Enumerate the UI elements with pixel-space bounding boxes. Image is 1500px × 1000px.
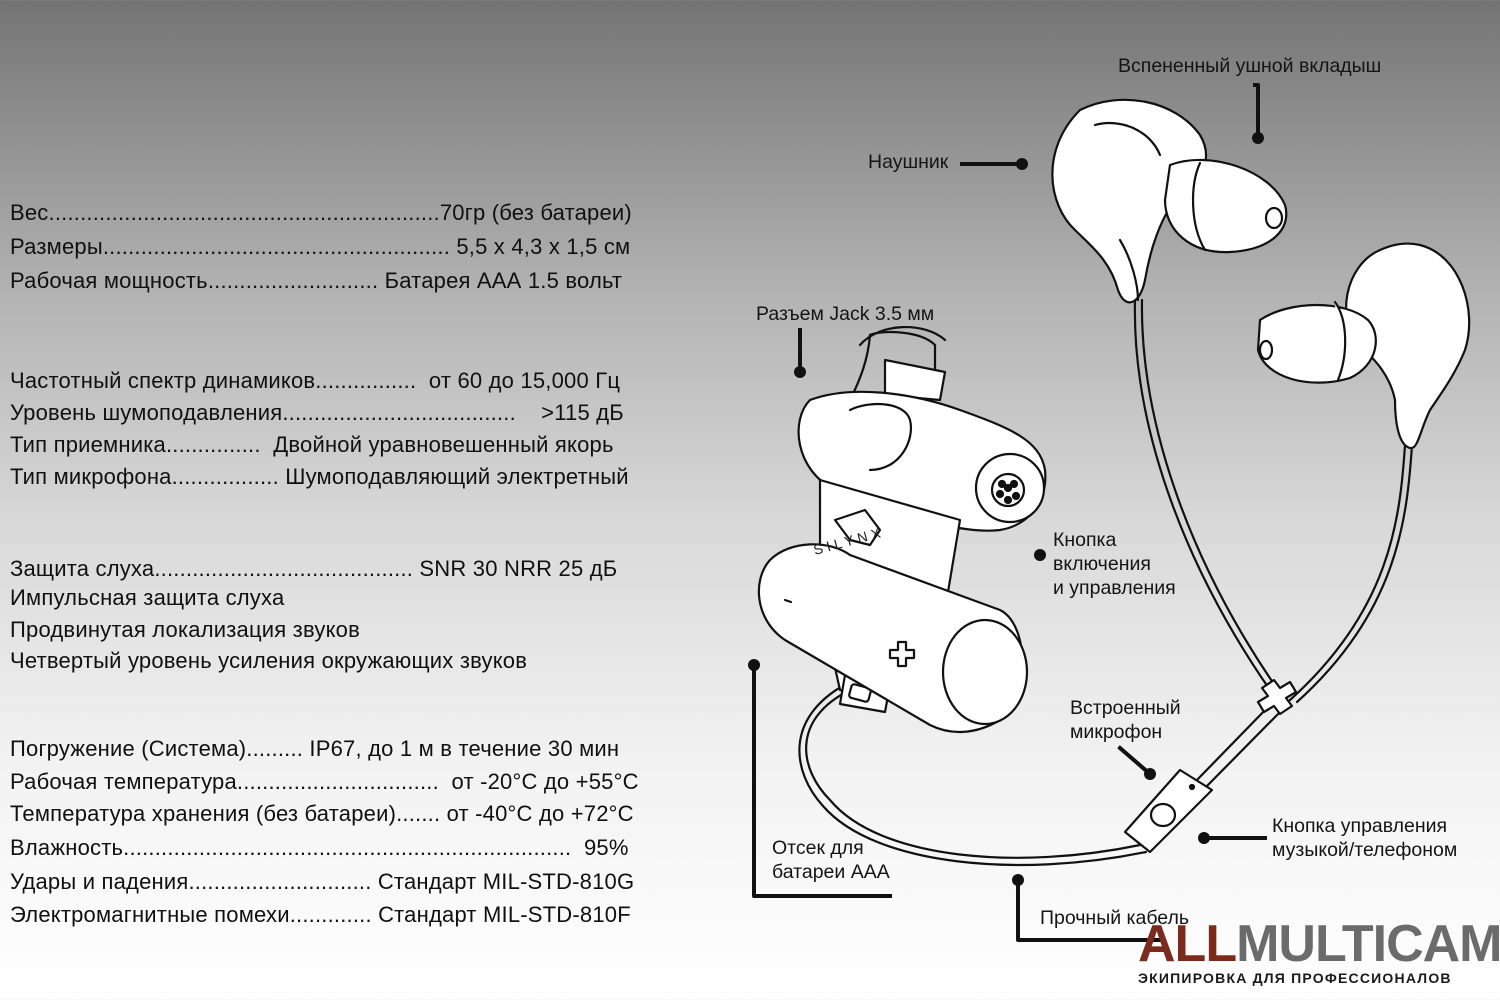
music-remote	[1123, 768, 1214, 854]
cable	[798, 298, 1414, 867]
spec-frequency: Частотный спектр динамиков..............…	[10, 368, 621, 393]
label-power-button: Кнопка включения и управления	[1053, 529, 1176, 599]
spec-shock: Удары и падения.........................…	[10, 869, 635, 894]
earphone-left	[1051, 98, 1288, 304]
spec-power: Рабочая мощность........................…	[10, 268, 623, 293]
spec-impulse-protection: Импульсная защита слуха	[10, 585, 285, 610]
spec-humidity: Влажность...............................…	[10, 835, 629, 860]
label-microphone: Встроенный микрофон	[1070, 697, 1181, 743]
spec-noise-reduction: Уровень шумоподавления..................…	[10, 400, 624, 425]
spec-immersion: Погружение (Система)......... IP67, до 1…	[10, 736, 620, 761]
spec-hearing-protection: Защита слуха............................…	[10, 556, 618, 581]
label-jack: Разъем Jack 3.5 мм	[756, 303, 935, 325]
spec-storage-temp: Температура хранения (без батареи)......…	[10, 801, 634, 826]
cable-splitter	[1256, 678, 1298, 716]
label-music-button: Кнопка управления музыкой/телефоном	[1272, 815, 1458, 861]
spec-localization: Продвинутая локализация звуков	[10, 617, 360, 642]
allmulticam-logo: ALLMULTICAM ЭКИПИРОВКА ДЛЯ ПРОФЕССИОНАЛО…	[1138, 918, 1500, 986]
label-earphone: Наушник	[868, 151, 949, 173]
label-cable: Прочный кабель	[1040, 907, 1190, 929]
spec-emi: Электромагнитные помехи............. Ста…	[10, 902, 631, 927]
logo-tagline: ЭКИПИРОВКА ДЛЯ ПРОФЕССИОНАЛОВ	[1138, 970, 1452, 986]
spec-weight: Вес.....................................…	[10, 200, 632, 225]
spec-dimensions: Размеры.................................…	[10, 234, 631, 259]
spec-microphone-type: Тип микрофона................. Шумоподав…	[10, 464, 629, 489]
spec-amplification: Четвертый уровень усиления окружающих зв…	[10, 648, 528, 673]
spec-operating-temp: Рабочая температура.....................…	[10, 769, 639, 794]
logo-part-all: ALL	[1138, 915, 1237, 973]
callouts	[748, 83, 1267, 942]
label-ear-tip: Вспененный ушной вкладыш	[1118, 55, 1382, 77]
earphone-right	[1256, 242, 1471, 450]
control-unit	[757, 358, 1047, 734]
logo-part-multicam: MULTICAM	[1236, 915, 1500, 973]
spec-receiver-type: Тип приемника............... Двойной ура…	[10, 432, 614, 457]
label-battery: Отсек для батареи ААА	[772, 837, 890, 883]
